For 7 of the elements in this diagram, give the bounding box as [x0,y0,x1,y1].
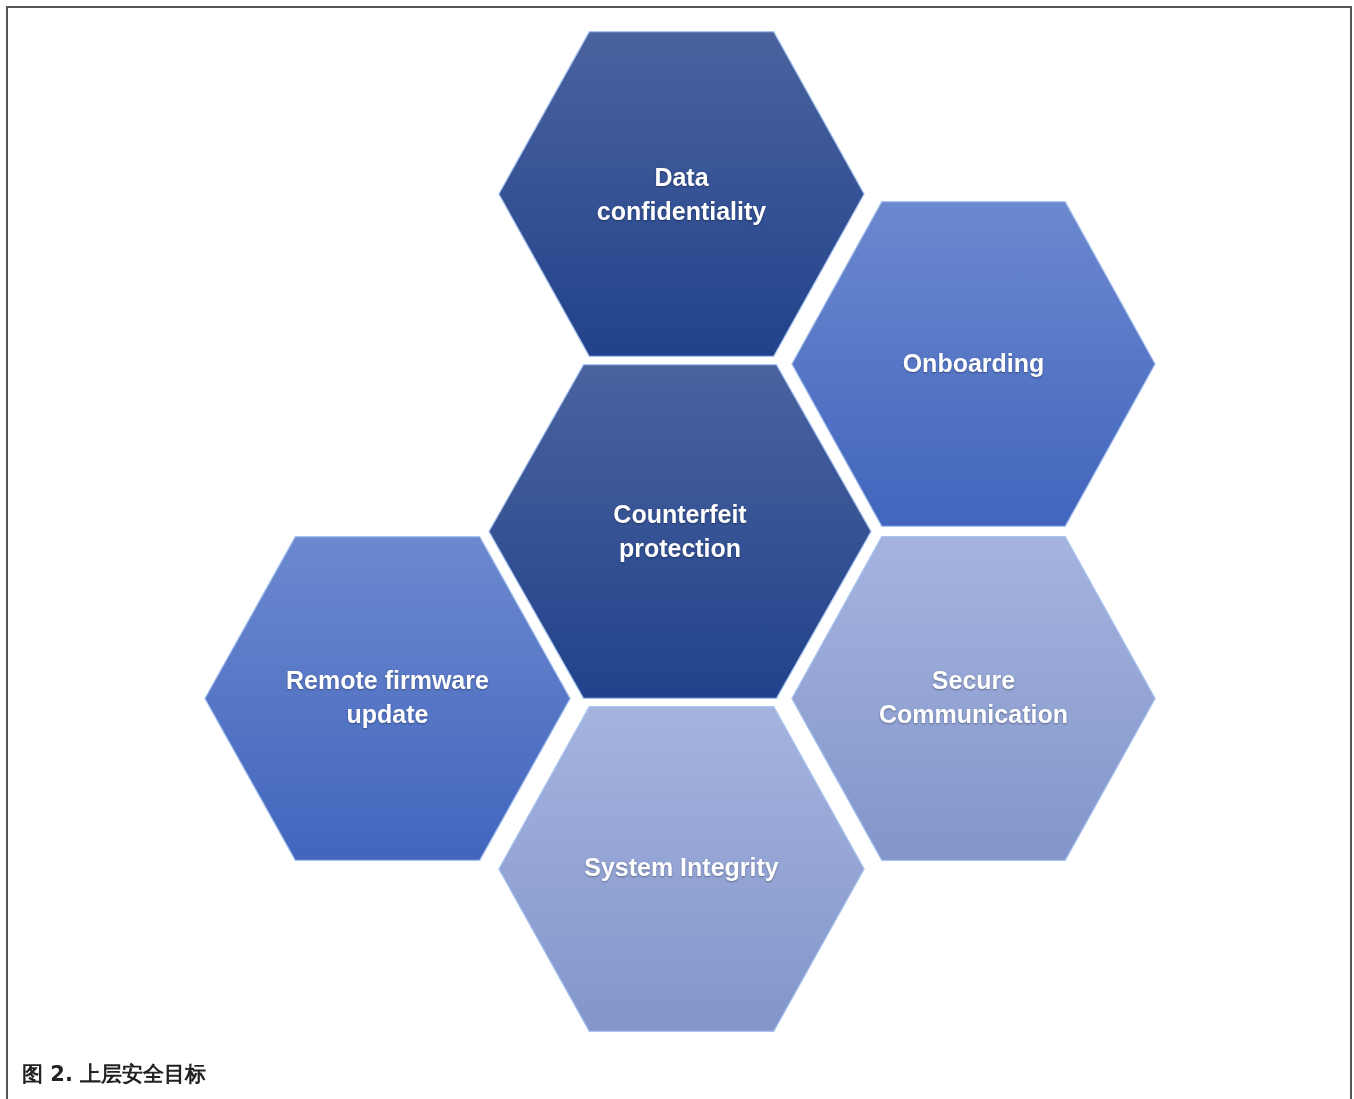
hexagon-label: Remote firmware update [285,665,490,730]
figure-caption: 图 2. 上层安全目标 [22,1061,207,1088]
hexagon-label: Data confidentiality [595,162,768,227]
hexagon-label: Onboarding [901,348,1046,379]
hexagon-label: Counterfeit protection [612,499,748,564]
hexagon-label: Secure Communication [878,665,1069,730]
hexagon-label: System Integrity [583,852,780,883]
